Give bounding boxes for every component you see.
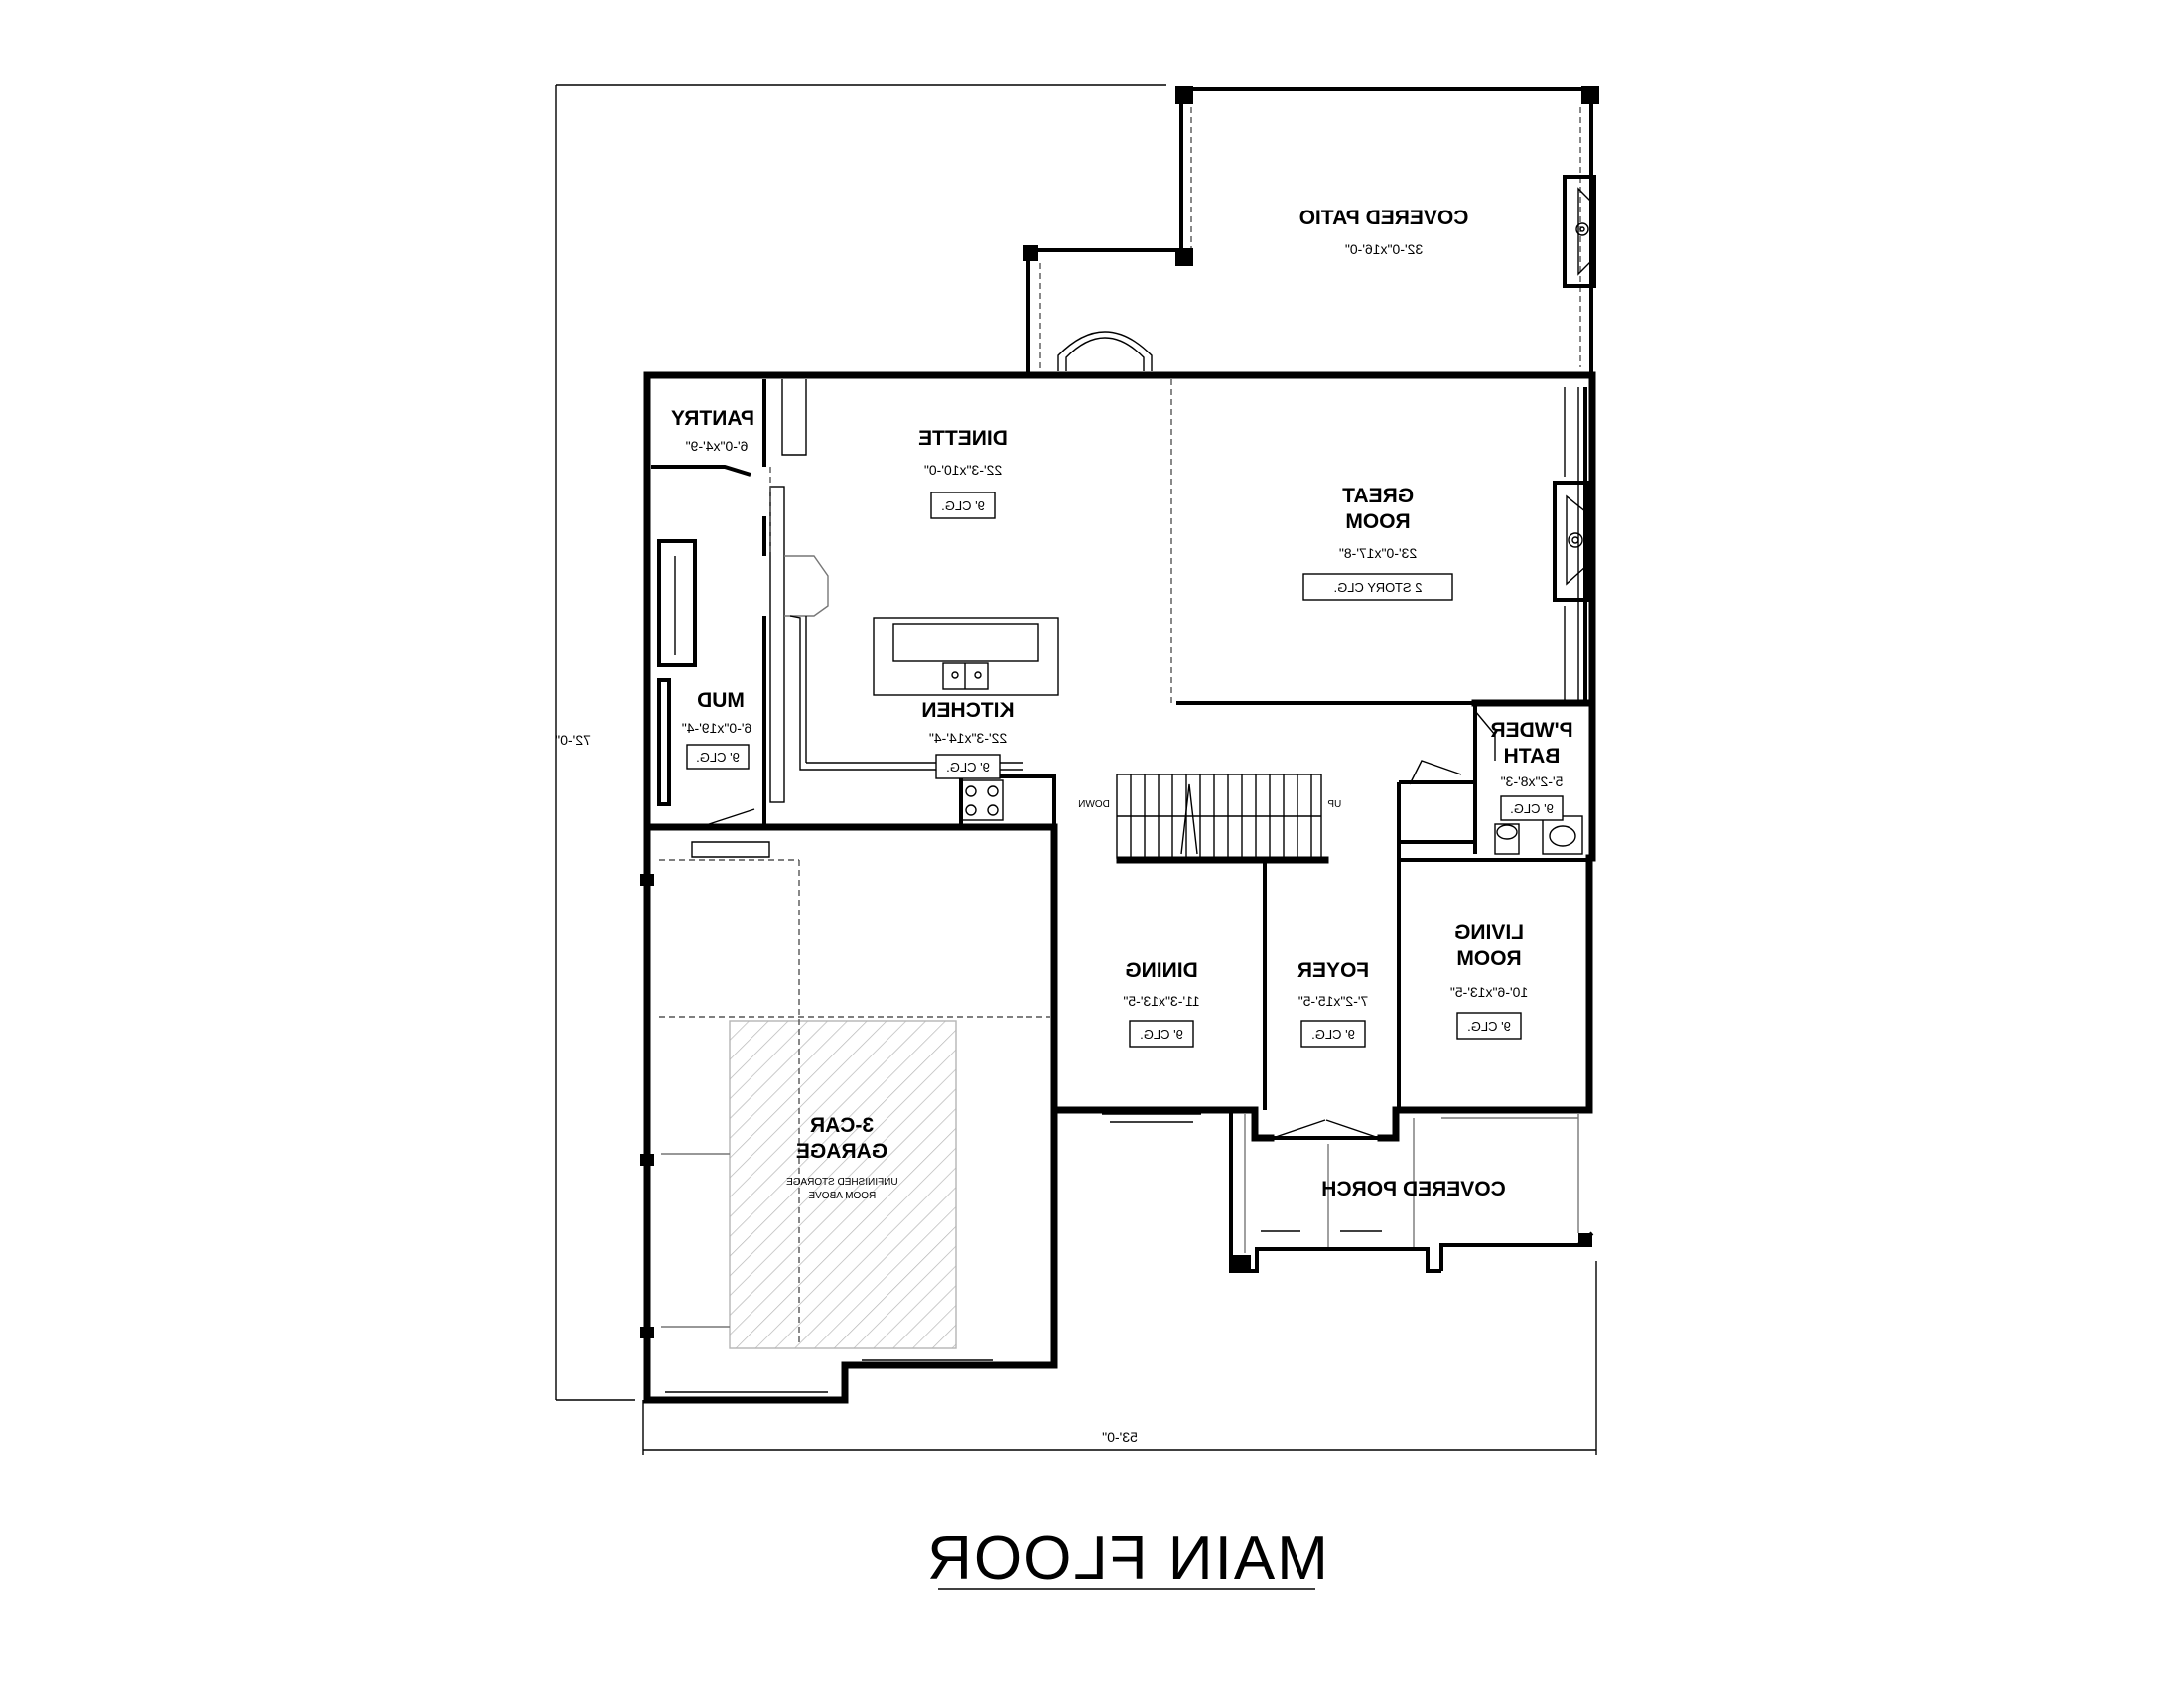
dining-ceiling: 9' CLG.	[1140, 1027, 1183, 1042]
great-room-ceiling: 2 STORY CLG.	[1334, 580, 1423, 595]
dining-size: 11'-3"x13'-5"	[1123, 993, 1199, 1009]
great-room-size: 23'-0"x17'-8"	[1339, 545, 1417, 561]
interior-walls	[643, 379, 1593, 1140]
stairs-up-label: UP	[1327, 799, 1341, 810]
foyer-name: FOYER	[1297, 959, 1369, 982]
kitchen-size: 22'-3"x14'-4"	[929, 730, 1007, 746]
garage-name-line1: 3-CAR	[810, 1114, 874, 1137]
dinette-ceiling: 9' CLG.	[941, 498, 985, 513]
dinette-size: 22'-3"x10'-0"	[924, 462, 1002, 478]
great-room-name-line2: ROOM	[1345, 510, 1410, 533]
pantry-name: PANTRY	[671, 407, 754, 430]
living-room-name-line1: LIVING	[1454, 921, 1524, 944]
pantry-size: 6'-0"x4'-9"	[686, 438, 749, 454]
powder-bath-ceiling: 9' CLG.	[1510, 801, 1554, 816]
living-room-size: 10'-6"x13'-5"	[1450, 984, 1528, 1000]
powder-bath-size: 5'-2"x8'-3"	[1501, 774, 1564, 789]
garage-area	[659, 859, 1050, 1393]
main-floor-title: MAIN FLOOR	[925, 1524, 1328, 1593]
covered-porch-name: COVERED PORCH	[1321, 1178, 1506, 1200]
kitchen-ceiling: 9' CLG.	[946, 760, 990, 774]
foyer-size: 7'-2"x15'-5"	[1298, 993, 1369, 1009]
powder-bath-name-line1: P'WDER	[1490, 719, 1572, 742]
kitchen-name: KITCHEN	[921, 699, 1014, 722]
dining-name: DINING	[1125, 959, 1198, 982]
great-room-fireplace	[1553, 387, 1590, 700]
mud-size: 6'-0"x19'-4"	[682, 720, 752, 736]
covered-patio-name: COVERED PATIO	[1299, 207, 1469, 229]
overall-depth-label: 72'-0"	[555, 732, 591, 748]
dinette-name: DINETTE	[918, 427, 1008, 450]
garage-name-line2: GARAGE	[796, 1140, 887, 1163]
drawing-title: MAIN FLOOR	[925, 1524, 1328, 1593]
covered-porch-area	[1102, 1110, 1594, 1273]
room-labels: PANTRY 6'-0"x4'-9" DINETTE 22'-3"x10'-0"…	[671, 407, 1573, 1201]
stairs-down-label: DOWN	[1078, 799, 1110, 810]
covered-patio-size: 32'-0"x16'-0"	[1345, 241, 1423, 257]
mud-name: MUD	[697, 689, 745, 712]
covered-patio-area: COVERED PATIO 32'-0"x16'-0"	[1023, 86, 1599, 375]
great-room-name-line1: GREAT	[1342, 485, 1414, 507]
garage-note-line2: ROOM ABOVE	[808, 1191, 876, 1201]
kitchen-fixtures	[769, 379, 1172, 821]
foyer-ceiling: 9' CLG.	[1311, 1027, 1355, 1042]
powder-bath-name-line2: BATH	[1504, 745, 1561, 768]
exterior-walls	[640, 371, 1596, 1404]
garage-note-line1: UNFINISHED STORAGE	[786, 1177, 898, 1188]
overall-depth-dimension: 72'-0"	[555, 84, 1166, 1401]
living-room-ceiling: 9' CLG.	[1467, 1019, 1511, 1034]
staircase: DOWN UP	[1078, 774, 1341, 859]
mud-ceiling: 9' CLG.	[696, 750, 740, 765]
living-room-name-line2: ROOM	[1456, 947, 1521, 970]
overall-width-dimension: 53'-0"	[642, 1261, 1597, 1455]
overall-width-label: 53'-0"	[1102, 1429, 1138, 1445]
